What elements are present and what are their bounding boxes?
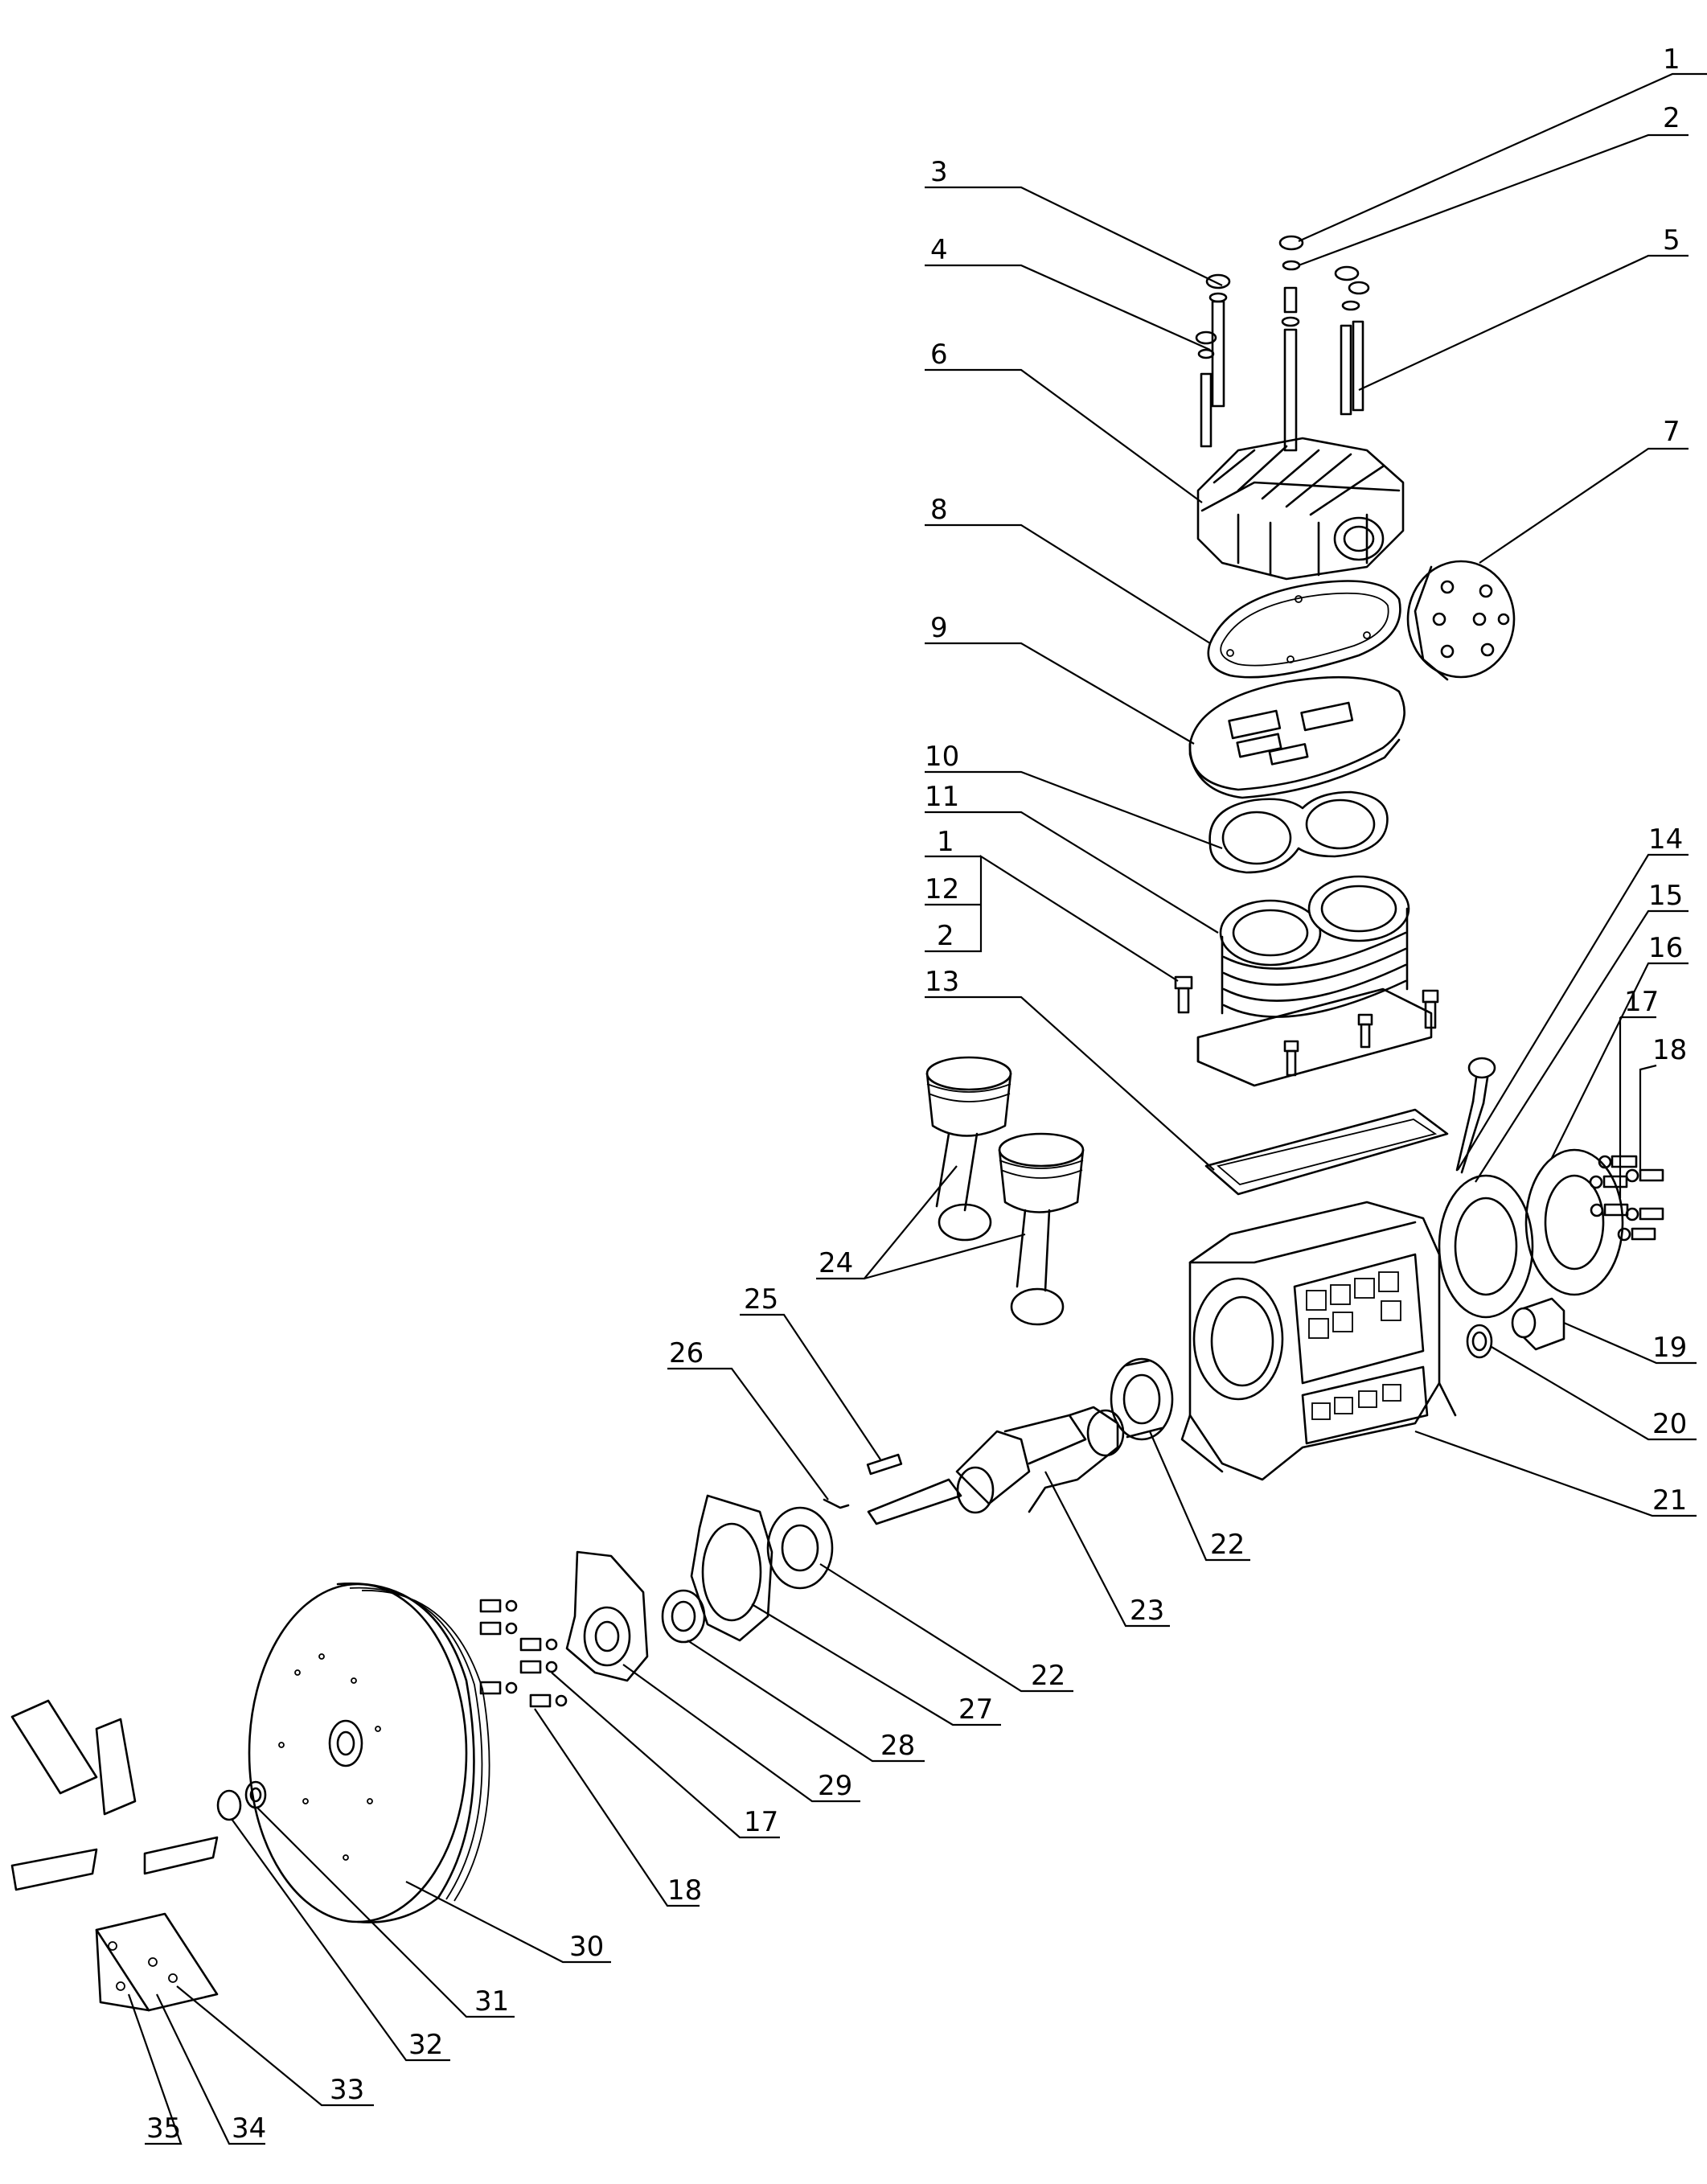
- callout-16: 16: [1648, 932, 1683, 964]
- callout-2-block: 2: [937, 920, 954, 952]
- part-cylinder-gasket: [1208, 790, 1389, 874]
- callout-21: 21: [1652, 1484, 1687, 1517]
- callout-20: 20: [1652, 1408, 1687, 1440]
- callout-28: 28: [880, 1730, 915, 1762]
- callout-18: 18: [1652, 1034, 1687, 1066]
- part-side-cover: [1406, 560, 1516, 681]
- callout-11: 11: [925, 781, 959, 813]
- part-flywheel-washer: [244, 1780, 267, 1809]
- callout-30: 30: [569, 1931, 604, 1963]
- callout-10: 10: [925, 741, 959, 773]
- part-pistons: [925, 1056, 1085, 1326]
- part-crankcase-gasket: [1204, 1108, 1449, 1196]
- callout-1: 1: [1663, 43, 1680, 76]
- callout-1-block: 1: [937, 826, 954, 858]
- callout-26: 26: [669, 1337, 704, 1369]
- callout-25: 25: [744, 1283, 778, 1316]
- part-oil-seal: [661, 1589, 706, 1644]
- part-breather-plug: [1466, 1297, 1565, 1359]
- callout-35: 35: [146, 2112, 181, 2145]
- callout-27: 27: [958, 1693, 993, 1726]
- part-rear-bolts: [1589, 1155, 1664, 1242]
- part-front-gasket: [690, 1494, 773, 1642]
- callout-17-front: 17: [744, 1806, 778, 1838]
- callout-33: 33: [330, 2074, 364, 2106]
- part-valve-plate: [1188, 675, 1405, 799]
- callout-24: 24: [819, 1247, 853, 1279]
- callout-32: 32: [408, 2029, 443, 2061]
- callout-31: 31: [474, 1985, 509, 2018]
- callout-labels: 1 2 3 4 5 6 7 8 9 10 11 1 12 2 13 14 15 …: [146, 43, 1687, 2145]
- callout-15: 15: [1648, 880, 1683, 912]
- part-cylinder-block: [1196, 875, 1433, 1087]
- callout-9: 9: [930, 612, 948, 644]
- callout-3: 3: [930, 156, 948, 188]
- callout-4: 4: [930, 234, 948, 266]
- callout-22: 22: [1210, 1529, 1245, 1561]
- callout-22-left: 22: [1031, 1660, 1065, 1692]
- callout-8: 8: [930, 494, 948, 526]
- part-pin: [823, 1498, 850, 1509]
- part-flywheel-nut: [216, 1789, 242, 1821]
- part-head-gasket: [1207, 580, 1401, 679]
- callout-2: 2: [1663, 102, 1680, 134]
- leader-lines: [127, 72, 1707, 2145]
- callout-5: 5: [1663, 224, 1680, 257]
- part-brackets: [10, 1699, 219, 2012]
- part-bearing-cover: [565, 1550, 649, 1682]
- callout-34: 34: [232, 2112, 266, 2145]
- part-studs: [1195, 265, 1370, 452]
- part-rear-gaskets: [1438, 1148, 1624, 1319]
- callout-7: 7: [1663, 416, 1680, 448]
- callout-18-front: 18: [667, 1874, 702, 1907]
- callout-14: 14: [1648, 823, 1683, 856]
- callout-13: 13: [925, 966, 959, 998]
- part-dipstick: [1455, 1057, 1496, 1174]
- part-cylinder-head: [1196, 437, 1405, 581]
- part-block-bolts: [1174, 975, 1439, 1077]
- callout-12: 12: [925, 873, 959, 905]
- part-bearing-left: [766, 1506, 834, 1590]
- callout-17: 17: [1624, 986, 1659, 1018]
- callout-23: 23: [1130, 1595, 1164, 1627]
- callout-19: 19: [1652, 1332, 1687, 1364]
- part-crankcase: [1180, 1201, 1457, 1481]
- part-flywheel: [248, 1582, 490, 1923]
- part-front-bolts: [479, 1599, 568, 1708]
- callout-6: 6: [930, 339, 948, 371]
- part-bearing-right: [1110, 1357, 1174, 1441]
- part-key: [866, 1453, 903, 1476]
- callout-29: 29: [818, 1770, 852, 1802]
- part-crankshaft: [867, 1406, 1125, 1525]
